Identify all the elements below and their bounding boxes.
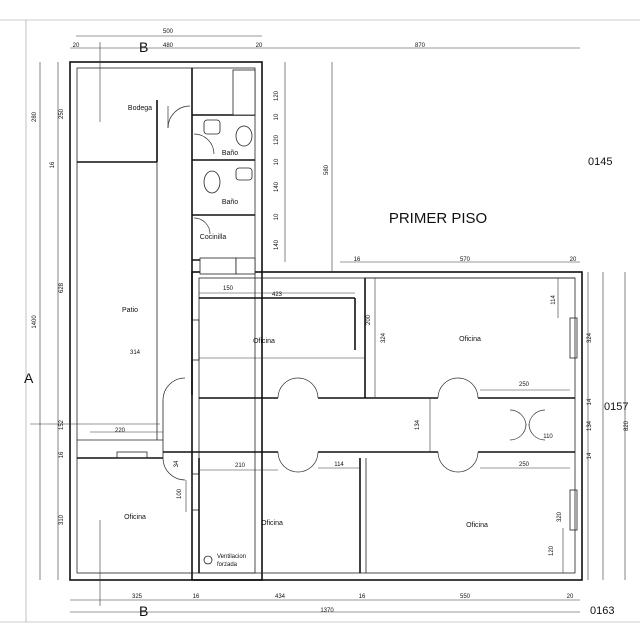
dim-top-500: 500 <box>163 29 174 35</box>
dim-i-210: 210 <box>235 463 246 469</box>
dim-bot-1370: 1370 <box>320 608 334 614</box>
plan-title: PRIMER PISO <box>389 210 487 227</box>
doors <box>162 105 546 481</box>
dim-bot-16: 16 <box>193 594 200 600</box>
dim-top-480: 480 <box>163 43 174 49</box>
dim-i-324: 324 <box>381 332 387 343</box>
dim-r-20: 20 <box>570 257 577 263</box>
dim-l-280: 280 <box>32 111 38 122</box>
dim-l-152: 152 <box>59 419 65 430</box>
dim-i-250b: 250 <box>519 462 530 468</box>
section-mark-a: A <box>24 370 34 386</box>
dim-b-10a: 10 <box>274 113 280 120</box>
dim-l-250: 250 <box>59 108 65 119</box>
dim-bot-16b: 16 <box>359 594 366 600</box>
dim-l-16: 16 <box>50 161 56 168</box>
room-bano-1: Baño <box>222 150 238 157</box>
dim-b-120b: 120 <box>274 134 280 145</box>
dim-i-150: 150 <box>223 286 234 292</box>
dim-i-134: 134 <box>415 419 421 430</box>
dim-top-870: 870 <box>415 43 426 49</box>
interior-walls <box>77 68 575 573</box>
dim-rr-820: 820 <box>624 420 630 431</box>
dim-b-10c: 10 <box>274 213 280 220</box>
ventilation-label-2: forzada <box>217 562 238 568</box>
room-oficina-4: Oficina <box>261 520 283 527</box>
dim-rr-324: 324 <box>587 332 593 343</box>
dim-rr-134: 134 <box>587 420 593 431</box>
dim-b-10b: 10 <box>274 158 280 165</box>
section-mark-b-bottom: B <box>139 603 148 619</box>
dim-i-110: 110 <box>543 434 553 440</box>
dimension-labels-horizontal: 500 20 480 20 870 16 570 20 150 423 314 … <box>73 29 577 614</box>
room-oficina-1: Oficina <box>253 338 275 345</box>
dim-rr-14b: 14 <box>587 452 593 459</box>
level-0157: 0157 <box>604 401 628 413</box>
level-0163: 0163 <box>590 605 614 617</box>
ventilation-label-1: Ventilacion <box>217 554 246 560</box>
dim-i-34: 34 <box>174 460 180 467</box>
dim-r-16: 16 <box>354 257 361 263</box>
dim-i-220: 220 <box>115 428 126 434</box>
room-bano-2: Baño <box>222 199 238 206</box>
dim-i-114: 114 <box>551 295 557 305</box>
dim-b-580: 580 <box>324 164 330 175</box>
dim-b-140: 140 <box>274 181 280 192</box>
dim-bot-434: 434 <box>275 594 286 600</box>
dim-l-628: 628 <box>59 282 65 293</box>
section-mark-b-top: B <box>139 39 148 55</box>
ventilation-icon <box>203 555 213 565</box>
dim-bot-20: 20 <box>567 594 574 600</box>
dim-bot-325: 325 <box>132 594 143 600</box>
room-cocinilla: Cocinilla <box>200 234 227 241</box>
dimension-lines <box>39 35 626 613</box>
dimension-labels-vertical: 280 250 16 628 1400 152 16 310 120 10 12… <box>32 90 630 556</box>
exterior-walls <box>69 61 583 581</box>
dim-bot-550: 550 <box>460 594 471 600</box>
room-oficina-3: Oficina <box>124 514 146 521</box>
dim-top-20b: 20 <box>256 43 263 49</box>
windows <box>116 317 578 531</box>
dim-i-423: 423 <box>272 292 283 298</box>
room-oficina-2: Oficina <box>459 336 481 343</box>
dim-i-314: 314 <box>130 350 141 356</box>
bathroom-fixtures <box>199 69 256 275</box>
room-bodega: Bodega <box>128 105 152 112</box>
dim-top-20a: 20 <box>73 43 80 49</box>
room-oficina-5: Oficina <box>466 522 488 529</box>
dim-l-310: 310 <box>59 514 65 525</box>
dim-i-114b: 114 <box>334 462 344 468</box>
dim-l-1400: 1400 <box>32 315 38 329</box>
dim-b-140b: 140 <box>274 239 280 250</box>
dim-rr-14: 14 <box>587 398 593 405</box>
level-0145: 0145 <box>588 156 612 168</box>
dim-i-320: 320 <box>557 511 563 522</box>
dim-i-100: 100 <box>177 488 183 499</box>
dim-b-120: 120 <box>274 90 280 101</box>
dim-i-250: 250 <box>519 382 530 388</box>
dim-l-16b: 16 <box>59 451 65 458</box>
dim-i-200: 200 <box>366 314 372 325</box>
dim-i-120: 120 <box>549 545 555 556</box>
dim-r-570: 570 <box>460 257 471 263</box>
room-patio: Patio <box>122 307 138 314</box>
